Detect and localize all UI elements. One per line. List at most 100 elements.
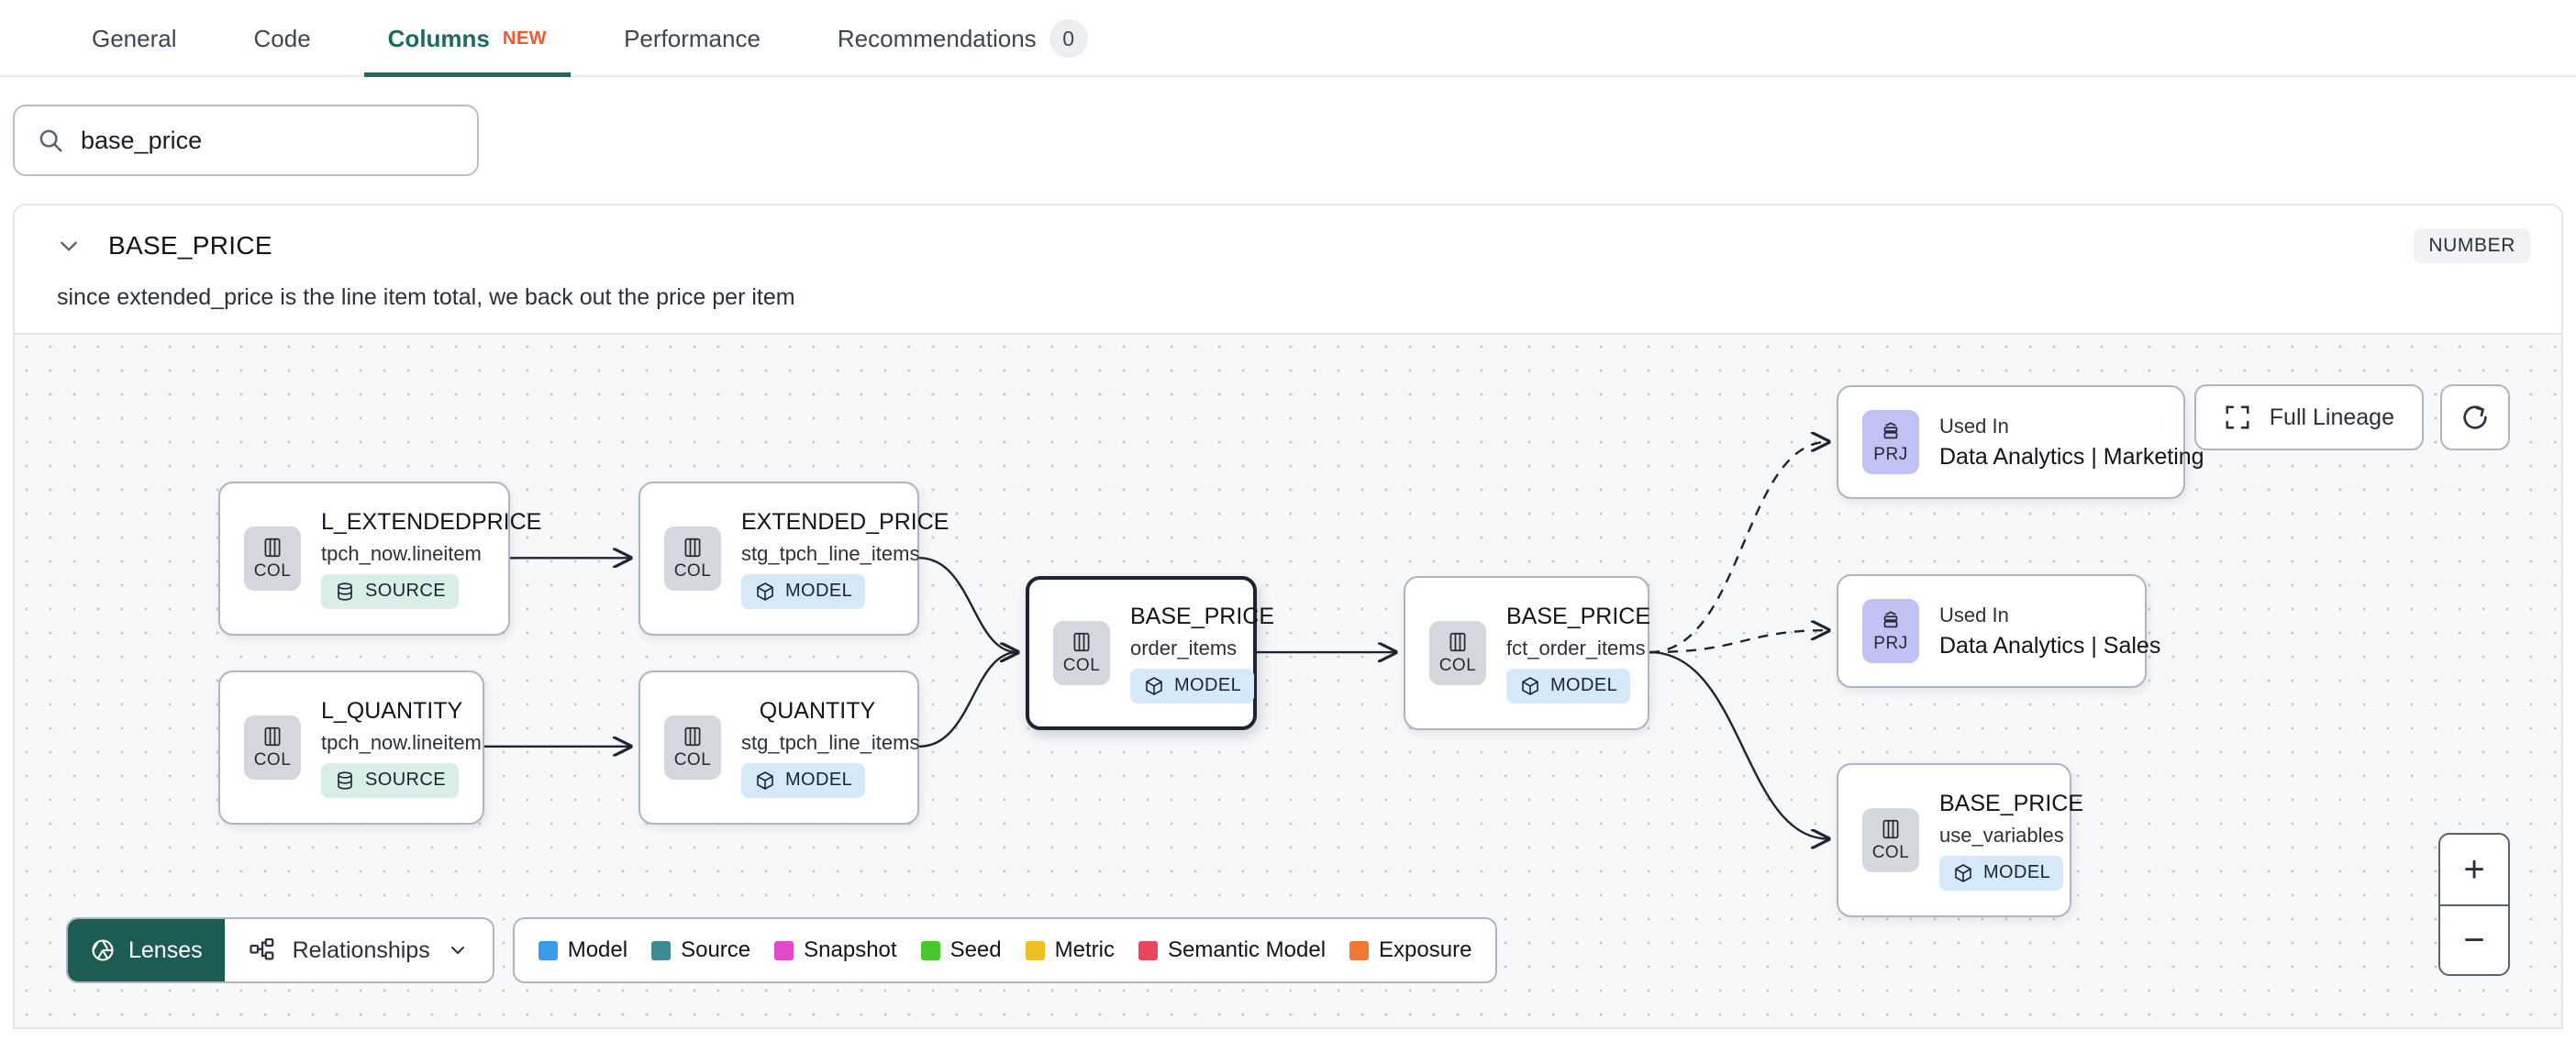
node-subtitle: fct_order_items — [1506, 636, 1646, 660]
node-name: BASE_PRICE — [1939, 790, 2084, 816]
column-icon — [1882, 819, 1899, 839]
search-icon — [39, 129, 62, 152]
refresh-button[interactable] — [2440, 384, 2510, 450]
column-icon — [1449, 632, 1466, 652]
canvas-bottom-toolbar: Lenses Relationships Model Source Snapshot… — [66, 917, 1498, 983]
node-subtitle: tpch_now.lineitem — [321, 730, 482, 754]
canvas-top-controls: Full Lineage — [2193, 384, 2510, 450]
cube-icon — [1955, 863, 1971, 882]
column-icon — [684, 538, 701, 558]
legend-swatch — [1025, 940, 1045, 960]
legend-item[interactable]: Model — [538, 937, 627, 963]
column-card: BASE_PRICE NUMBER since extended_price i… — [13, 204, 2563, 1029]
node-type-label: PRJ — [1873, 634, 1908, 653]
column-description: since extended_price is the line item to… — [57, 284, 795, 310]
legend-swatch — [920, 940, 940, 960]
node-type-chip: COL — [244, 526, 301, 591]
project-icon — [1883, 422, 1898, 439]
zoom-out-button[interactable]: − — [2440, 904, 2508, 974]
database-icon — [338, 582, 352, 601]
legend-item[interactable]: Seed — [920, 937, 1002, 963]
legend-swatch — [1349, 940, 1370, 960]
legend-item[interactable]: Source — [651, 937, 750, 963]
zoom-in-button[interactable]: + — [2463, 849, 2485, 890]
tab-columns[interactable]: Columns NEW — [350, 0, 585, 77]
node-subtitle: order_items — [1130, 636, 1238, 660]
column-header: BASE_PRICE NUMBER — [15, 205, 2561, 263]
legend-swatch — [1138, 940, 1158, 960]
legend-label: Source — [681, 937, 751, 962]
tab-label: Code — [253, 24, 311, 52]
zoom-controls: + − — [2438, 833, 2510, 976]
materialization-label: SOURCE — [365, 770, 446, 790]
full-lineage-button[interactable]: Full Lineage — [2193, 384, 2424, 450]
lineage-canvas[interactable]: Full Lineage + − — [15, 333, 2561, 1027]
legend-item[interactable]: Semantic Model — [1138, 937, 1326, 963]
node-name: QUANTITY — [759, 697, 876, 724]
legend-item[interactable]: Exposure — [1349, 937, 1471, 963]
node-type-chip: COL — [664, 526, 721, 591]
search-input[interactable]: base_price — [13, 105, 479, 176]
node-type-label: COL — [673, 561, 712, 581]
materialization-badge: SOURCE — [321, 573, 459, 609]
materialization-label: MODEL — [1174, 675, 1242, 695]
relationships-dropdown[interactable]: Relationships — [224, 919, 493, 981]
node-subtitle: stg_tpch_line_items — [741, 730, 920, 754]
tab-label: Recommendations — [837, 24, 1037, 52]
legend-swatch — [774, 940, 794, 960]
new-badge: NEW — [502, 28, 548, 49]
node-type-label: COL — [253, 561, 292, 581]
column-icon — [684, 726, 701, 747]
node-subtitle: use_variables — [1939, 823, 2064, 847]
legend-swatch — [538, 940, 558, 960]
column-icon — [264, 726, 281, 747]
materialization-badge: MODEL — [741, 573, 866, 609]
materialization-label: MODEL — [785, 770, 853, 790]
materialization-badge: MODEL — [741, 762, 866, 798]
column-icon — [1073, 632, 1090, 652]
tab-general[interactable]: General — [53, 0, 216, 77]
refresh-icon — [2463, 405, 2487, 429]
tab-recommendations[interactable]: Recommendations 0 — [799, 0, 1127, 77]
chevron-down-icon — [450, 947, 464, 954]
tab-performance[interactable]: Performance — [585, 0, 799, 77]
database-icon — [338, 770, 352, 790]
node-name: Used In — [1939, 603, 2009, 626]
project-icon — [1883, 611, 1898, 628]
node-name: BASE_PRICE — [1130, 603, 1275, 629]
materialization-badge: MODEL — [1506, 668, 1631, 704]
tab-code[interactable]: Code — [216, 0, 350, 77]
node-subtitle: stg_tpch_line_items — [741, 541, 920, 565]
legend-item[interactable]: Snapshot — [774, 937, 897, 963]
relationships-label: Relationships — [292, 937, 430, 963]
lineage-edge — [1649, 630, 1828, 654]
materialization-label: SOURCE — [365, 581, 446, 601]
column-icon — [264, 538, 281, 558]
legend-label: Semantic Model — [1167, 937, 1327, 962]
chevron-down-icon[interactable] — [57, 234, 81, 258]
lineage-edges — [484, 335, 2561, 1027]
node-type-chip: PRJ — [1862, 599, 1919, 663]
legend-item[interactable]: Metric — [1025, 937, 1115, 963]
lenses-button[interactable]: Lenses — [68, 919, 225, 981]
